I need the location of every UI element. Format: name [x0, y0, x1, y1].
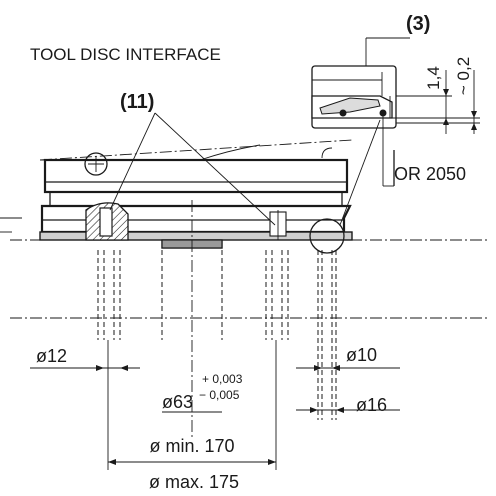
disc-flange: [49, 191, 343, 207]
top-screw: [84, 152, 108, 176]
dim-height-1-4: 1,4: [424, 66, 443, 90]
pin-callout: (11): [109, 91, 276, 226]
disc-lower: [40, 204, 352, 234]
dim-d10: ø10: [346, 345, 377, 365]
detail-shade: [319, 97, 381, 115]
dimensions: ø12 ø10 ø16 ø63 + 0,003 − 0,005 ø min. 1…: [30, 345, 400, 492]
dim-d63: ø63: [162, 392, 193, 412]
detail-view: 1,4 ~ 0,2 (3) OR 2050: [311, 13, 480, 187]
oring-section: [379, 109, 387, 117]
pin-bore-left: [99, 207, 113, 237]
dim-d16: ø16: [356, 395, 387, 415]
pin-ref-label: (11): [120, 91, 154, 113]
oring-section: [339, 109, 347, 117]
dim-tol-upper: + 0,003: [202, 372, 243, 386]
disc-upper: [43, 158, 349, 194]
detail-ref-label: (3): [406, 13, 430, 35]
construction-lines: [10, 200, 490, 470]
tool-disc: [0, 119, 381, 254]
dim-max-175: ø max. 175: [149, 472, 239, 492]
detail-circle: [309, 218, 345, 254]
oring-label: OR 2050: [394, 164, 466, 184]
dim-gap-0-2: ~ 0,2: [454, 57, 473, 95]
drawing-title: TOOL DISC INTERFACE: [30, 45, 221, 64]
dim-min-170: ø min. 170: [149, 436, 234, 456]
dim-d12: ø12: [36, 346, 67, 366]
dim-tol-lower: − 0,005: [199, 388, 240, 402]
